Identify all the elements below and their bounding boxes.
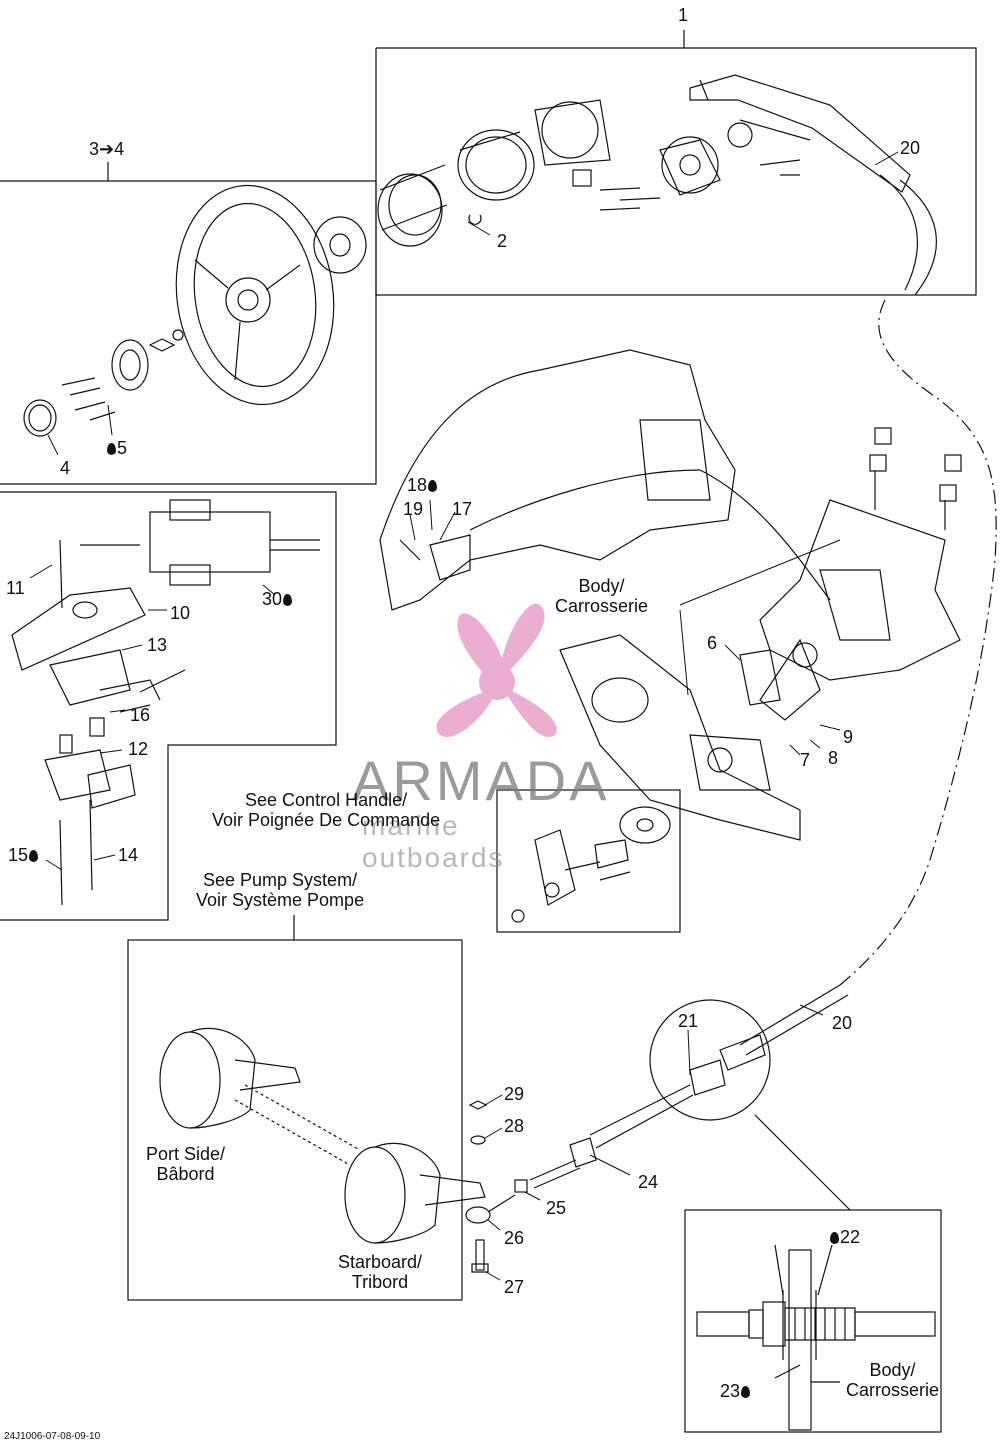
note-port-side: Port Side/ Bâbord bbox=[146, 1144, 226, 1184]
grease-drop-icon bbox=[29, 850, 39, 862]
callout-24: 24 bbox=[638, 1172, 659, 1192]
callout-30: 30 bbox=[262, 590, 293, 608]
callout-2: 2 bbox=[497, 231, 508, 251]
box-cable-fitting bbox=[684, 1209, 942, 1433]
grease-drop-icon bbox=[830, 1232, 839, 1244]
callout-14: 14 bbox=[118, 845, 139, 865]
box-steering-wheel bbox=[0, 162, 377, 485]
callout-5: 5 bbox=[107, 439, 127, 457]
note-body-top: Body/ Carrosserie bbox=[555, 576, 649, 616]
box-pump-system bbox=[127, 915, 463, 1301]
callout-25: 25 bbox=[546, 1198, 567, 1218]
note-starboard: Starboard/ Tribord bbox=[338, 1252, 423, 1292]
callout-13: 13 bbox=[147, 635, 168, 655]
callout-22: 22 bbox=[830, 1228, 860, 1246]
cable-fitting-drawing bbox=[696, 1244, 936, 1431]
grease-drop-icon bbox=[283, 594, 293, 606]
linkage-drawing bbox=[465, 1100, 528, 1273]
callout-18: 18 bbox=[407, 476, 438, 494]
callout-26: 26 bbox=[504, 1228, 525, 1248]
control-handle-drawing bbox=[511, 806, 671, 923]
grease-drop-icon bbox=[428, 480, 438, 492]
note-body-bottom: Body/ Carrosserie bbox=[846, 1360, 940, 1400]
grease-drop-icon bbox=[107, 443, 116, 455]
callout-9: 9 bbox=[843, 727, 854, 747]
note-pump-system: See Pump System/ Voir Système Pompe bbox=[196, 870, 365, 910]
callout-1: 1 bbox=[678, 5, 689, 25]
callout-29: 29 bbox=[504, 1084, 525, 1104]
box-control-handle bbox=[496, 789, 681, 933]
box-throttle-sensor bbox=[0, 491, 337, 921]
callout-7: 7 bbox=[800, 750, 811, 770]
square-nut-parts bbox=[869, 427, 962, 530]
leader-lines bbox=[29, 151, 899, 1281]
callout-23: 23 bbox=[720, 1382, 751, 1400]
callout-28: 28 bbox=[504, 1116, 525, 1136]
callout-15: 15 bbox=[8, 846, 39, 864]
callout-4: 4 bbox=[60, 458, 71, 478]
callout-17: 17 bbox=[452, 499, 473, 519]
throttle-sensor-drawing bbox=[11, 499, 320, 906]
callout-8: 8 bbox=[828, 748, 839, 768]
drawing-code: 24J1006-07-08-09-10 bbox=[4, 1431, 101, 1442]
callout-21: 21 bbox=[678, 1011, 699, 1031]
callout-16: 16 bbox=[130, 705, 151, 725]
grease-drop-icon bbox=[741, 1386, 751, 1398]
note-control-handle: See Control Handle/ Voir Poignée De Comm… bbox=[212, 790, 441, 830]
callout-6: 6 bbox=[707, 633, 718, 653]
callout-20-bottom: 20 bbox=[832, 1013, 853, 1033]
watermark-logo bbox=[436, 603, 557, 737]
steering-wheel-drawing bbox=[23, 184, 335, 437]
steering-column-drawing bbox=[457, 74, 911, 211]
callout-19: 19 bbox=[403, 499, 424, 519]
hub-adapter-drawing bbox=[313, 164, 482, 274]
callout-27: 27 bbox=[504, 1277, 525, 1297]
steering-cable-drawing bbox=[529, 174, 997, 1211]
watermark-name: ARMADA bbox=[352, 749, 610, 812]
jet-pump-drawing bbox=[159, 1027, 486, 1244]
callout-10: 10 bbox=[170, 603, 191, 623]
hull-body-drawing bbox=[379, 349, 961, 841]
callout-12: 12 bbox=[128, 739, 149, 759]
callout-11: 11 bbox=[6, 578, 25, 598]
watermark-subtitle: marine outboards bbox=[362, 810, 505, 873]
callout-3-4: 3➔4 bbox=[89, 139, 125, 159]
callout-20-top: 20 bbox=[900, 138, 921, 158]
